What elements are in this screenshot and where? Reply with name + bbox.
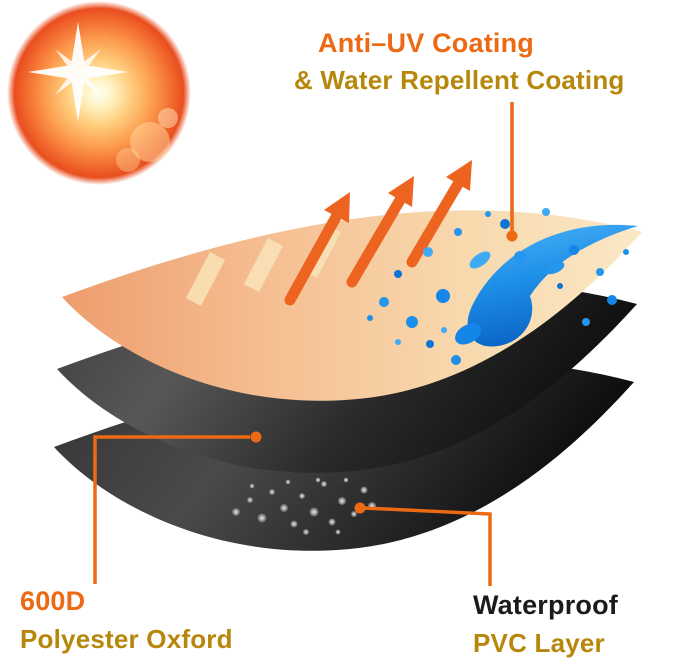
- lens-flare: [158, 108, 178, 128]
- label-polyester-oxford: Polyester Oxford: [20, 624, 233, 654]
- label-600d: 600D: [20, 586, 86, 616]
- sun-icon: [7, 1, 191, 185]
- leader-line-right: [363, 506, 492, 586]
- lens-flare: [130, 122, 170, 162]
- uv-arrows-icon: [284, 160, 472, 306]
- leader-dot-left: [250, 431, 262, 443]
- leader-line-left: [93, 435, 250, 584]
- label-anti-uv-coating: Anti–UV Coating: [318, 28, 534, 58]
- leader-dot-right: [354, 502, 366, 514]
- water-droplets-icon: [232, 477, 376, 535]
- label-waterproof: Waterproof: [473, 590, 618, 620]
- leader-dot-top: [506, 230, 518, 242]
- label-water-repellent-coating: & Water Repellent Coating: [294, 65, 625, 95]
- water-splash-icon: [367, 208, 638, 365]
- lens-flare: [116, 148, 140, 172]
- label-pvc-layer: PVC Layer: [473, 628, 605, 658]
- callout-lines: [93, 102, 514, 586]
- callout-dots: [250, 230, 518, 514]
